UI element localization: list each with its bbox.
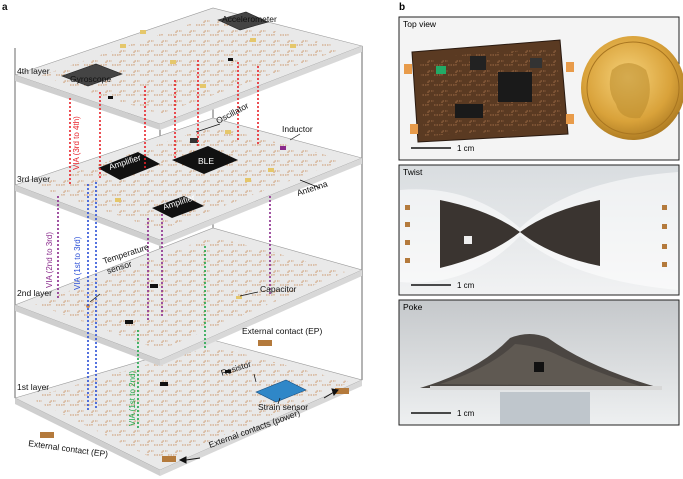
panel-a-letter: a	[2, 2, 8, 13]
via-2nd-3rd-label: VIA (2nd to 3rd)	[45, 232, 54, 288]
layer-1-plane	[14, 339, 363, 476]
via-labels: VIA (3rd to 4th) VIA (2nd to 3rd) VIA (1…	[45, 116, 137, 426]
twist-scale: 1 cm	[457, 281, 475, 290]
layer-4-label: 4th layer	[17, 66, 50, 76]
photo-top-view: Top view 1 cm	[398, 16, 683, 161]
inductor-label: Inductor	[282, 124, 313, 134]
strain-sensor-label: Strain sensor	[258, 402, 308, 412]
via-3rd-to-4th-lines	[69, 60, 259, 186]
layer-2-plane	[14, 227, 363, 366]
external-contact-ep-top-label: External contact (EP)	[242, 326, 322, 336]
photo-poke: Poke 1 cm	[398, 299, 680, 426]
via-1st-to-3rd-lines	[87, 182, 97, 412]
twist-title: Twist	[403, 167, 423, 177]
power-arrows	[178, 388, 339, 464]
poke-title: Poke	[403, 302, 423, 312]
accelerometer-label: Accelerometer	[222, 14, 277, 24]
leader-lines	[89, 123, 321, 405]
layer-2-label: 2nd layer	[17, 288, 52, 298]
ble-label: BLE	[198, 156, 214, 166]
capacitor-label: Capacitor	[260, 284, 297, 294]
top-view-scale: 1 cm	[457, 144, 475, 153]
layer-1-label: 1st layer	[17, 382, 49, 392]
poke-scale: 1 cm	[457, 409, 475, 418]
panel-b-letter: b	[399, 2, 405, 13]
layer-4-chips	[61, 11, 296, 99]
via-2nd-to-3rd-lines	[57, 196, 271, 322]
via-1st-to-2nd-lines	[137, 246, 206, 430]
photo-twist: Twist 1 cm	[398, 164, 680, 296]
via-1st-2nd-label: VIA (1st to 2nd)	[128, 371, 137, 426]
layer-3-label: 3rd layer	[17, 174, 50, 184]
layer-4-plane	[14, 7, 363, 130]
via-3rd-4th-label: VIA (3rd to 4th)	[72, 116, 81, 170]
via-1st-3rd-label: VIA (1st to 3rd)	[73, 236, 82, 290]
gyroscope-label: Gyroscope	[70, 74, 111, 84]
layer-3-plane	[14, 117, 363, 246]
top-view-title: Top view	[403, 19, 437, 29]
layer-1-chips	[40, 340, 349, 462]
